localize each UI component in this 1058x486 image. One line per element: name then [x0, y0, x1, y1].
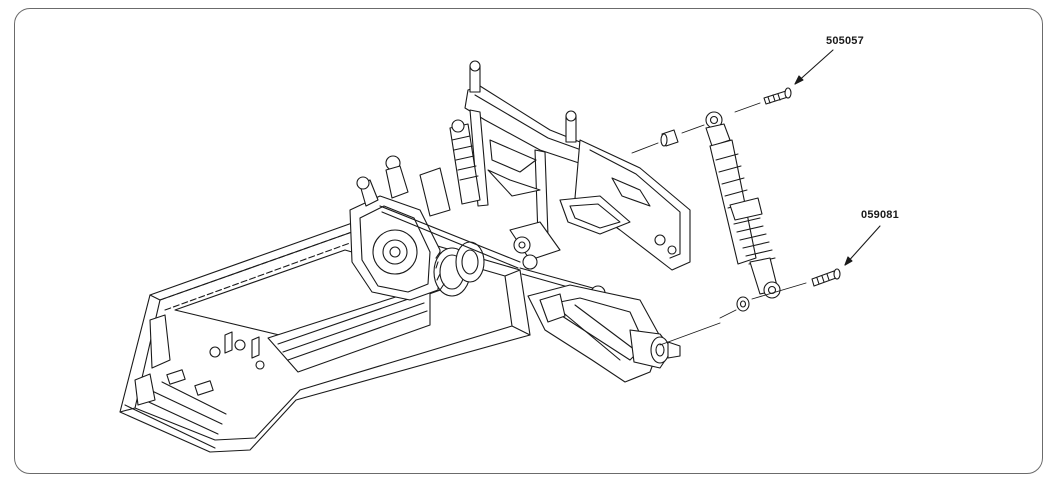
part-number-059081: 059081: [861, 209, 899, 221]
lower-arm: [527, 284, 663, 383]
drive-shaft: [379, 205, 521, 269]
shock-tower: [464, 60, 611, 237]
alignment-lines: [631, 102, 807, 346]
part-number-505057: 505057: [826, 35, 864, 47]
spacer-top: [660, 129, 679, 147]
callout-arrow-059081: [844, 225, 881, 266]
hub-carrier: [629, 329, 681, 369]
mounted-shocks: [419, 119, 481, 217]
shock-absorber: [705, 111, 781, 299]
screw-059081: [811, 268, 841, 287]
screw-505057: [763, 87, 792, 105]
spacer-bottom: [736, 296, 750, 312]
callout-arrow-505057: [794, 49, 834, 85]
transmission: [349, 155, 485, 301]
steering-linkage: [509, 195, 631, 301]
